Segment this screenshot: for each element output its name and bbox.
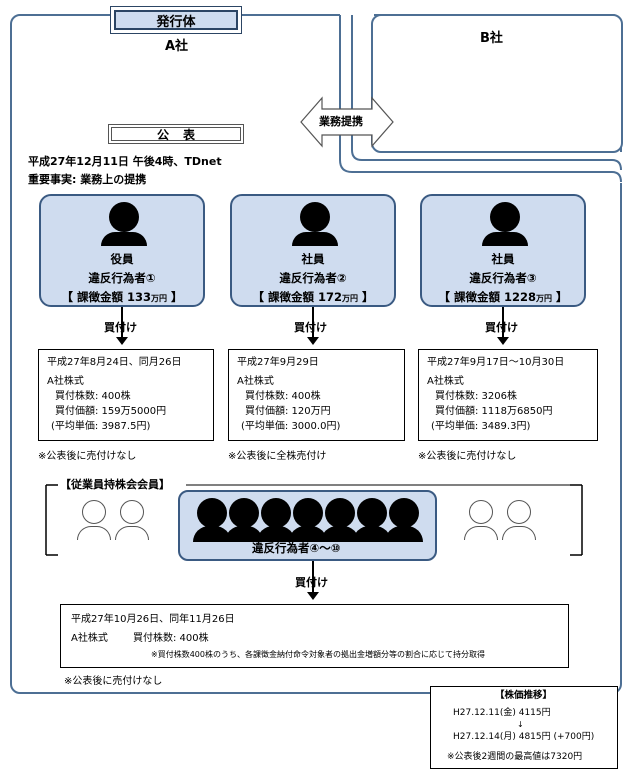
person-role: 社員	[301, 252, 325, 266]
material-fact: 重要事実: 業務上の提携	[28, 173, 147, 186]
stock-price-line1: H27.12.11(金) 4115円	[453, 708, 551, 718]
person-violator: 違反行為者②	[279, 271, 347, 285]
trade-value: 買付価額: 159万5000円	[55, 406, 167, 417]
down-arrow-icon: ↓	[517, 720, 524, 729]
announcement-datetime: 平成27年12月11日 午後4時、TDnet	[28, 155, 222, 168]
issuer-label: 発行体	[114, 10, 238, 30]
esop-trade-box: 平成27年10月26日、同年11月26日 A社株式 買付株数: 400株 ※買付…	[60, 604, 569, 668]
announcement-box: 公表	[108, 124, 244, 144]
member-icon	[325, 498, 355, 528]
person-violator: 違反行為者①	[88, 271, 156, 285]
stock-price-box: 【株価推移】 H27.12.11(金) 4115円 ↓ H27.12.14(月)…	[430, 686, 618, 769]
esop-trade-stock: A社株式	[71, 633, 108, 644]
member-head-outline	[120, 500, 144, 524]
person-role: 社員	[491, 252, 515, 266]
member-icon	[261, 498, 291, 528]
trade-shares: 買付株数: 400株	[55, 391, 131, 402]
trade-avg: (平均単価: 3000.0円)	[241, 421, 341, 432]
person-icon	[490, 202, 520, 232]
person-role: 役員	[110, 252, 134, 266]
down-arrow-icon	[307, 592, 319, 600]
stock-price-title: 【株価推移】	[495, 690, 553, 701]
trade-date: 平成27年9月17日〜10月30日	[427, 357, 565, 368]
down-arrow-icon	[116, 337, 128, 345]
trade-box-2: 平成27年9月29日 A社株式 買付株数: 400株 買付価額: 120万円 (…	[228, 349, 405, 441]
member-head-outline	[507, 500, 531, 524]
trade-note-3: ※公表後に売付けなし	[418, 451, 517, 462]
person-violator: 違反行為者③	[469, 271, 537, 285]
issuer-label-box: 発行体	[110, 6, 242, 34]
member-head-outline	[82, 500, 106, 524]
member-icon	[357, 498, 387, 528]
esop-trade-shares: 買付株数: 400株	[133, 633, 209, 644]
trade-stock: A社株式	[47, 376, 84, 387]
trade-date: 平成27年8月24日、同月26日	[47, 357, 182, 368]
down-arrow-icon	[307, 337, 319, 345]
trade-note-2: ※公表後に全株売付け	[228, 451, 327, 462]
buy-label-2: 買付け	[294, 321, 327, 334]
announcement-label: 公表	[111, 127, 241, 142]
trade-avg: (平均単価: 3987.5円)	[51, 421, 151, 432]
esop-note: ※公表後に売付けなし	[64, 676, 163, 687]
esop-violators-label: 違反行為者④〜⑩	[252, 541, 341, 555]
member-icon	[197, 498, 227, 528]
company-a-label: A社	[165, 39, 189, 54]
person-icon	[300, 202, 330, 232]
stock-price-line3: ※公表後2週間の最高値は7320円	[447, 752, 583, 762]
trade-note-1: ※公表後に売付けなし	[38, 451, 137, 462]
down-arrow-icon	[497, 337, 509, 345]
trade-stock: A社株式	[427, 376, 464, 387]
trade-box-1: 平成27年8月24日、同月26日 A社株式 買付株数: 400株 買付価額: 1…	[38, 349, 214, 441]
person-penalty: 【 課徴金額 133万円 】	[61, 290, 183, 304]
esop-title: 【従業員持株会会員】	[58, 478, 172, 491]
person-penalty: 【 課徴金額 172万円 】	[252, 290, 374, 304]
member-head-outline	[469, 500, 493, 524]
esop-buy-label: 買付け	[295, 577, 328, 588]
person-penalty: 【 課徴金額 1228万円 】	[438, 290, 568, 304]
person-icon	[109, 202, 139, 232]
trade-shares: 買付株数: 3206株	[435, 391, 517, 402]
member-icon	[389, 498, 419, 528]
trade-value: 買付価額: 120万円	[245, 406, 331, 417]
issuer-frame-a	[10, 14, 622, 694]
trade-stock: A社株式	[237, 376, 274, 387]
trade-box-3: 平成27年9月17日〜10月30日 A社株式 買付株数: 3206株 買付価額:…	[418, 349, 598, 441]
esop-trade-footnote: ※買付株数400株のうち、各課徴金納付命令対象者の拠出金増額分等の割合に応じて持…	[151, 650, 485, 659]
trade-value: 買付価額: 1118万6850円	[435, 406, 553, 417]
stock-price-line2: H27.12.14(月) 4815円 (+700円)	[453, 732, 595, 742]
member-icon	[229, 498, 259, 528]
person-box-3: 社員 違反行為者③ 【 課徴金額 1228万円 】	[420, 194, 586, 307]
trade-date: 平成27年9月29日	[237, 357, 319, 368]
person-box-2: 社員 違反行為者② 【 課徴金額 172万円 】	[230, 194, 396, 307]
member-icon	[293, 498, 323, 528]
trade-shares: 買付株数: 400株	[245, 391, 321, 402]
esop-trade-date: 平成27年10月26日、同年11月26日	[71, 614, 235, 625]
person-box-1: 役員 違反行為者① 【 課徴金額 133万円 】	[39, 194, 205, 307]
trade-avg: (平均単価: 3489.3円)	[431, 421, 531, 432]
partnership-label: 業務提携	[319, 115, 363, 128]
buy-label-3: 買付け	[485, 322, 518, 333]
partnership-arrow	[300, 96, 394, 148]
company-b-label: B社	[480, 31, 503, 46]
buy-label-1: 買付け	[104, 322, 137, 333]
company-b-frame	[371, 14, 623, 153]
